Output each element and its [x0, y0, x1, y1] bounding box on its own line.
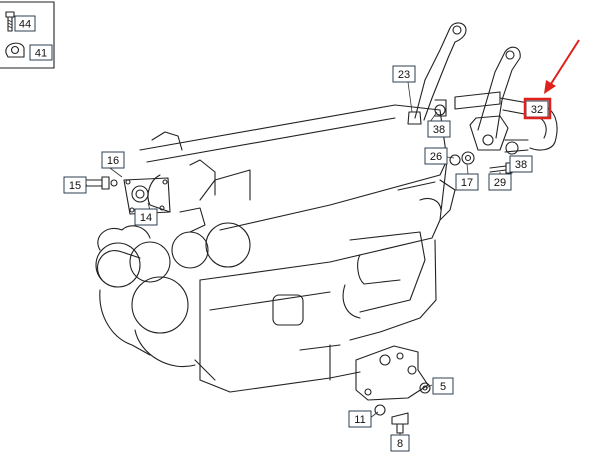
callout-26-label: 26: [430, 151, 442, 163]
nut-11-part: [374, 404, 386, 416]
callout-15[interactable]: 15: [63, 176, 87, 194]
callout-38-upper-label: 38: [433, 124, 445, 136]
callout-15-label: 15: [69, 180, 81, 192]
callout-44[interactable]: 44: [14, 15, 36, 32]
callout-8-label: 8: [397, 438, 403, 450]
callout-23[interactable]: 23: [392, 65, 416, 83]
callout-5[interactable]: 5: [432, 377, 454, 395]
lifting-bracket-23-part: [407, 22, 467, 125]
callout-11[interactable]: 11: [348, 410, 372, 428]
callout-38-upper[interactable]: 38: [427, 120, 451, 138]
callout-14[interactable]: 14: [134, 208, 158, 226]
callout-44-label: 44: [19, 19, 31, 31]
callout-32[interactable]: 32: [525, 100, 549, 118]
front-cover-plate: [123, 177, 171, 215]
callout-29-label: 29: [494, 177, 506, 189]
callout-26[interactable]: 26: [424, 147, 448, 165]
callout-16-label: 16: [107, 155, 119, 167]
washer-parts: [449, 151, 475, 166]
callout-38-lower[interactable]: 38: [509, 155, 533, 173]
callout-38-lower-label: 38: [515, 159, 527, 171]
legend-frame: [0, 1, 55, 69]
callout-41-label: 41: [35, 48, 47, 60]
callout-14-label: 14: [140, 212, 152, 224]
engine-block: [95, 104, 456, 393]
callout-32-label: 32: [531, 104, 543, 116]
callout-23-label: 23: [398, 69, 410, 81]
leader-lines: [85, 81, 533, 437]
callout-11-label: 11: [354, 414, 365, 426]
highlight-box-32: [523, 97, 552, 120]
callout-5-label: 5: [440, 381, 446, 393]
engine-mount-bracket-5-part: [355, 345, 431, 401]
bolt-15-part: [84, 176, 118, 190]
callout-8[interactable]: 8: [390, 434, 410, 452]
pointer-arrow-32: [544, 39, 580, 94]
callout-41[interactable]: 41: [29, 44, 53, 61]
screw-29-part: [489, 162, 513, 174]
clamp-icon: [5, 42, 25, 58]
callout-17[interactable]: 17: [455, 173, 479, 191]
screw-icon: [5, 11, 15, 32]
callout-16[interactable]: 16: [101, 151, 125, 169]
callout-29[interactable]: 29: [488, 173, 512, 191]
bolt-8-part: [391, 412, 409, 434]
callout-17-label: 17: [461, 177, 473, 189]
